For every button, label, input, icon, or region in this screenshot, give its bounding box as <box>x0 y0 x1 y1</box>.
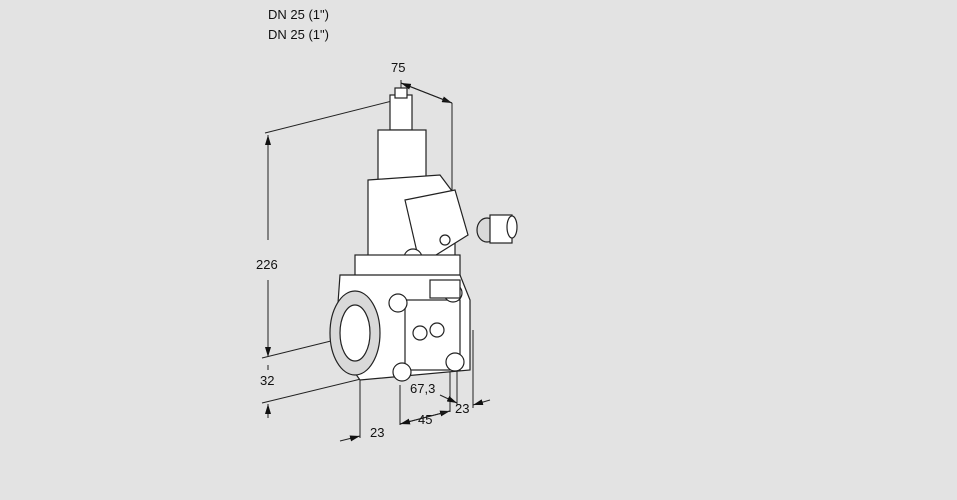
dn-label-outlet: DN 25 (1") <box>268 27 329 42</box>
dim-left-width: 23 <box>370 425 384 440</box>
dim-bottom-offset: 32 <box>260 373 274 388</box>
dn-label-inlet: DN 25 (1") <box>268 7 329 22</box>
dim-top-width: 75 <box>391 60 405 75</box>
dim-height: 226 <box>256 257 278 272</box>
dim-right-width: 23 <box>455 401 469 416</box>
cable-gland <box>476 214 518 244</box>
dim-center-offset: 67,3 <box>410 381 435 396</box>
valve-body <box>329 87 471 382</box>
dim-middle-width: 45 <box>418 412 432 427</box>
dimension-lines <box>261 80 491 442</box>
